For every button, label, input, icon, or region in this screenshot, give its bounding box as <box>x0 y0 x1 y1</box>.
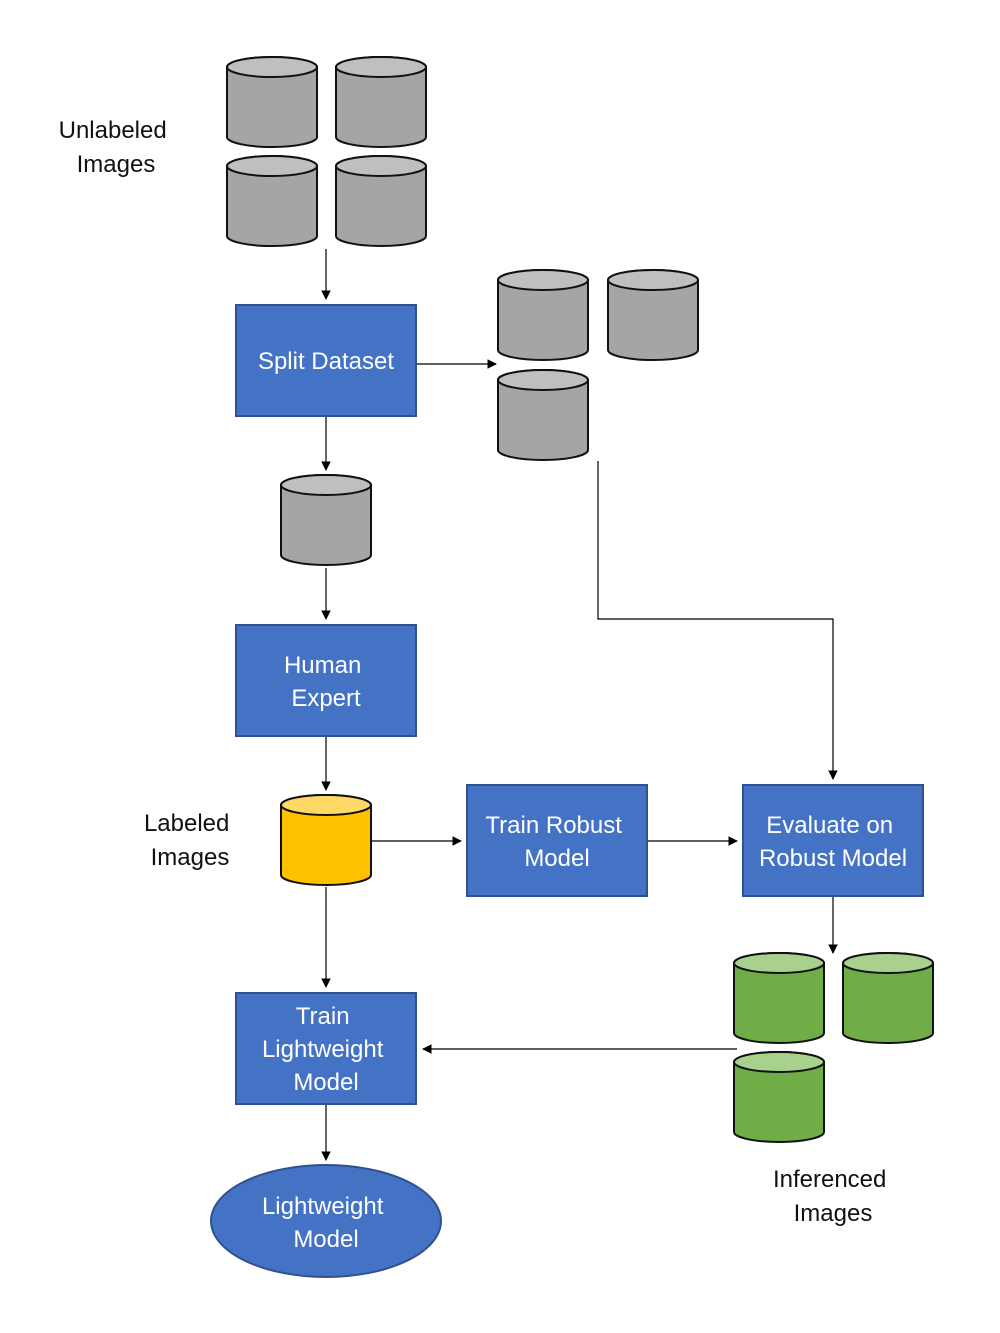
cylinder-top <box>497 269 589 291</box>
split-test-images-group <box>497 269 699 461</box>
cylinder-top <box>335 56 427 78</box>
unlabeled-images-label: Unlabeled Images <box>59 117 174 178</box>
train-robust-model-label: Train Robust Model <box>485 812 628 872</box>
split-dataset-label: Split Dataset <box>258 348 394 375</box>
database-icon <box>335 155 427 247</box>
split-dataset-box <box>235 304 417 417</box>
lightweight-model-ellipse <box>210 1164 442 1278</box>
database-icon <box>226 155 318 247</box>
human-expert-label: Human Expert <box>284 652 368 712</box>
database-icon <box>733 952 825 1044</box>
evaluate-robust-model-box <box>742 784 924 897</box>
train-robust-model-node: Train Robust Model <box>466 784 648 897</box>
cylinder-top <box>607 269 699 291</box>
unlabeled-images-group <box>226 56 427 247</box>
database-icon <box>497 269 589 361</box>
train-lightweight-model-box <box>235 992 417 1105</box>
train-robust-model-box <box>466 784 648 897</box>
human-expert-box <box>235 624 417 737</box>
database-icon <box>607 269 699 361</box>
arrow-test-images-to-evaluate <box>597 461 838 780</box>
connectors <box>321 249 838 1161</box>
cylinder-top <box>335 155 427 177</box>
database-icon <box>335 56 427 148</box>
cylinder-top <box>733 952 825 974</box>
lightweight-model-node: Lightweight Model <box>210 1164 442 1278</box>
cylinder-top <box>842 952 934 974</box>
evaluate-robust-model-node: Evaluate on Robust Model <box>742 784 924 897</box>
database-icon <box>280 474 372 566</box>
split-dataset-node: Split Dataset <box>235 304 417 417</box>
database-icon <box>280 794 372 886</box>
cylinder-top <box>733 1051 825 1073</box>
cylinder-top <box>226 56 318 78</box>
database-icon <box>733 1051 825 1143</box>
database-icon <box>842 952 934 1044</box>
inferenced-images-label: Inferenced Images <box>773 1166 893 1227</box>
labeled-images-label: Labeled Images <box>144 810 236 871</box>
cylinder-top <box>280 474 372 496</box>
database-icon <box>497 369 589 461</box>
train-lightweight-model-label: Train Lightweight Model <box>262 1003 390 1096</box>
human-expert-node: Human Expert <box>235 624 417 737</box>
cylinder-top <box>280 794 372 816</box>
evaluate-robust-model-label: Evaluate on Robust Model <box>759 812 907 872</box>
lightweight-model-label: Lightweight Model <box>262 1193 390 1253</box>
cylinder-top <box>497 369 589 391</box>
cylinder-top <box>226 155 318 177</box>
inferenced-images-group <box>733 952 934 1143</box>
train-lightweight-model-node: Train Lightweight Model <box>235 992 417 1105</box>
database-icon <box>226 56 318 148</box>
